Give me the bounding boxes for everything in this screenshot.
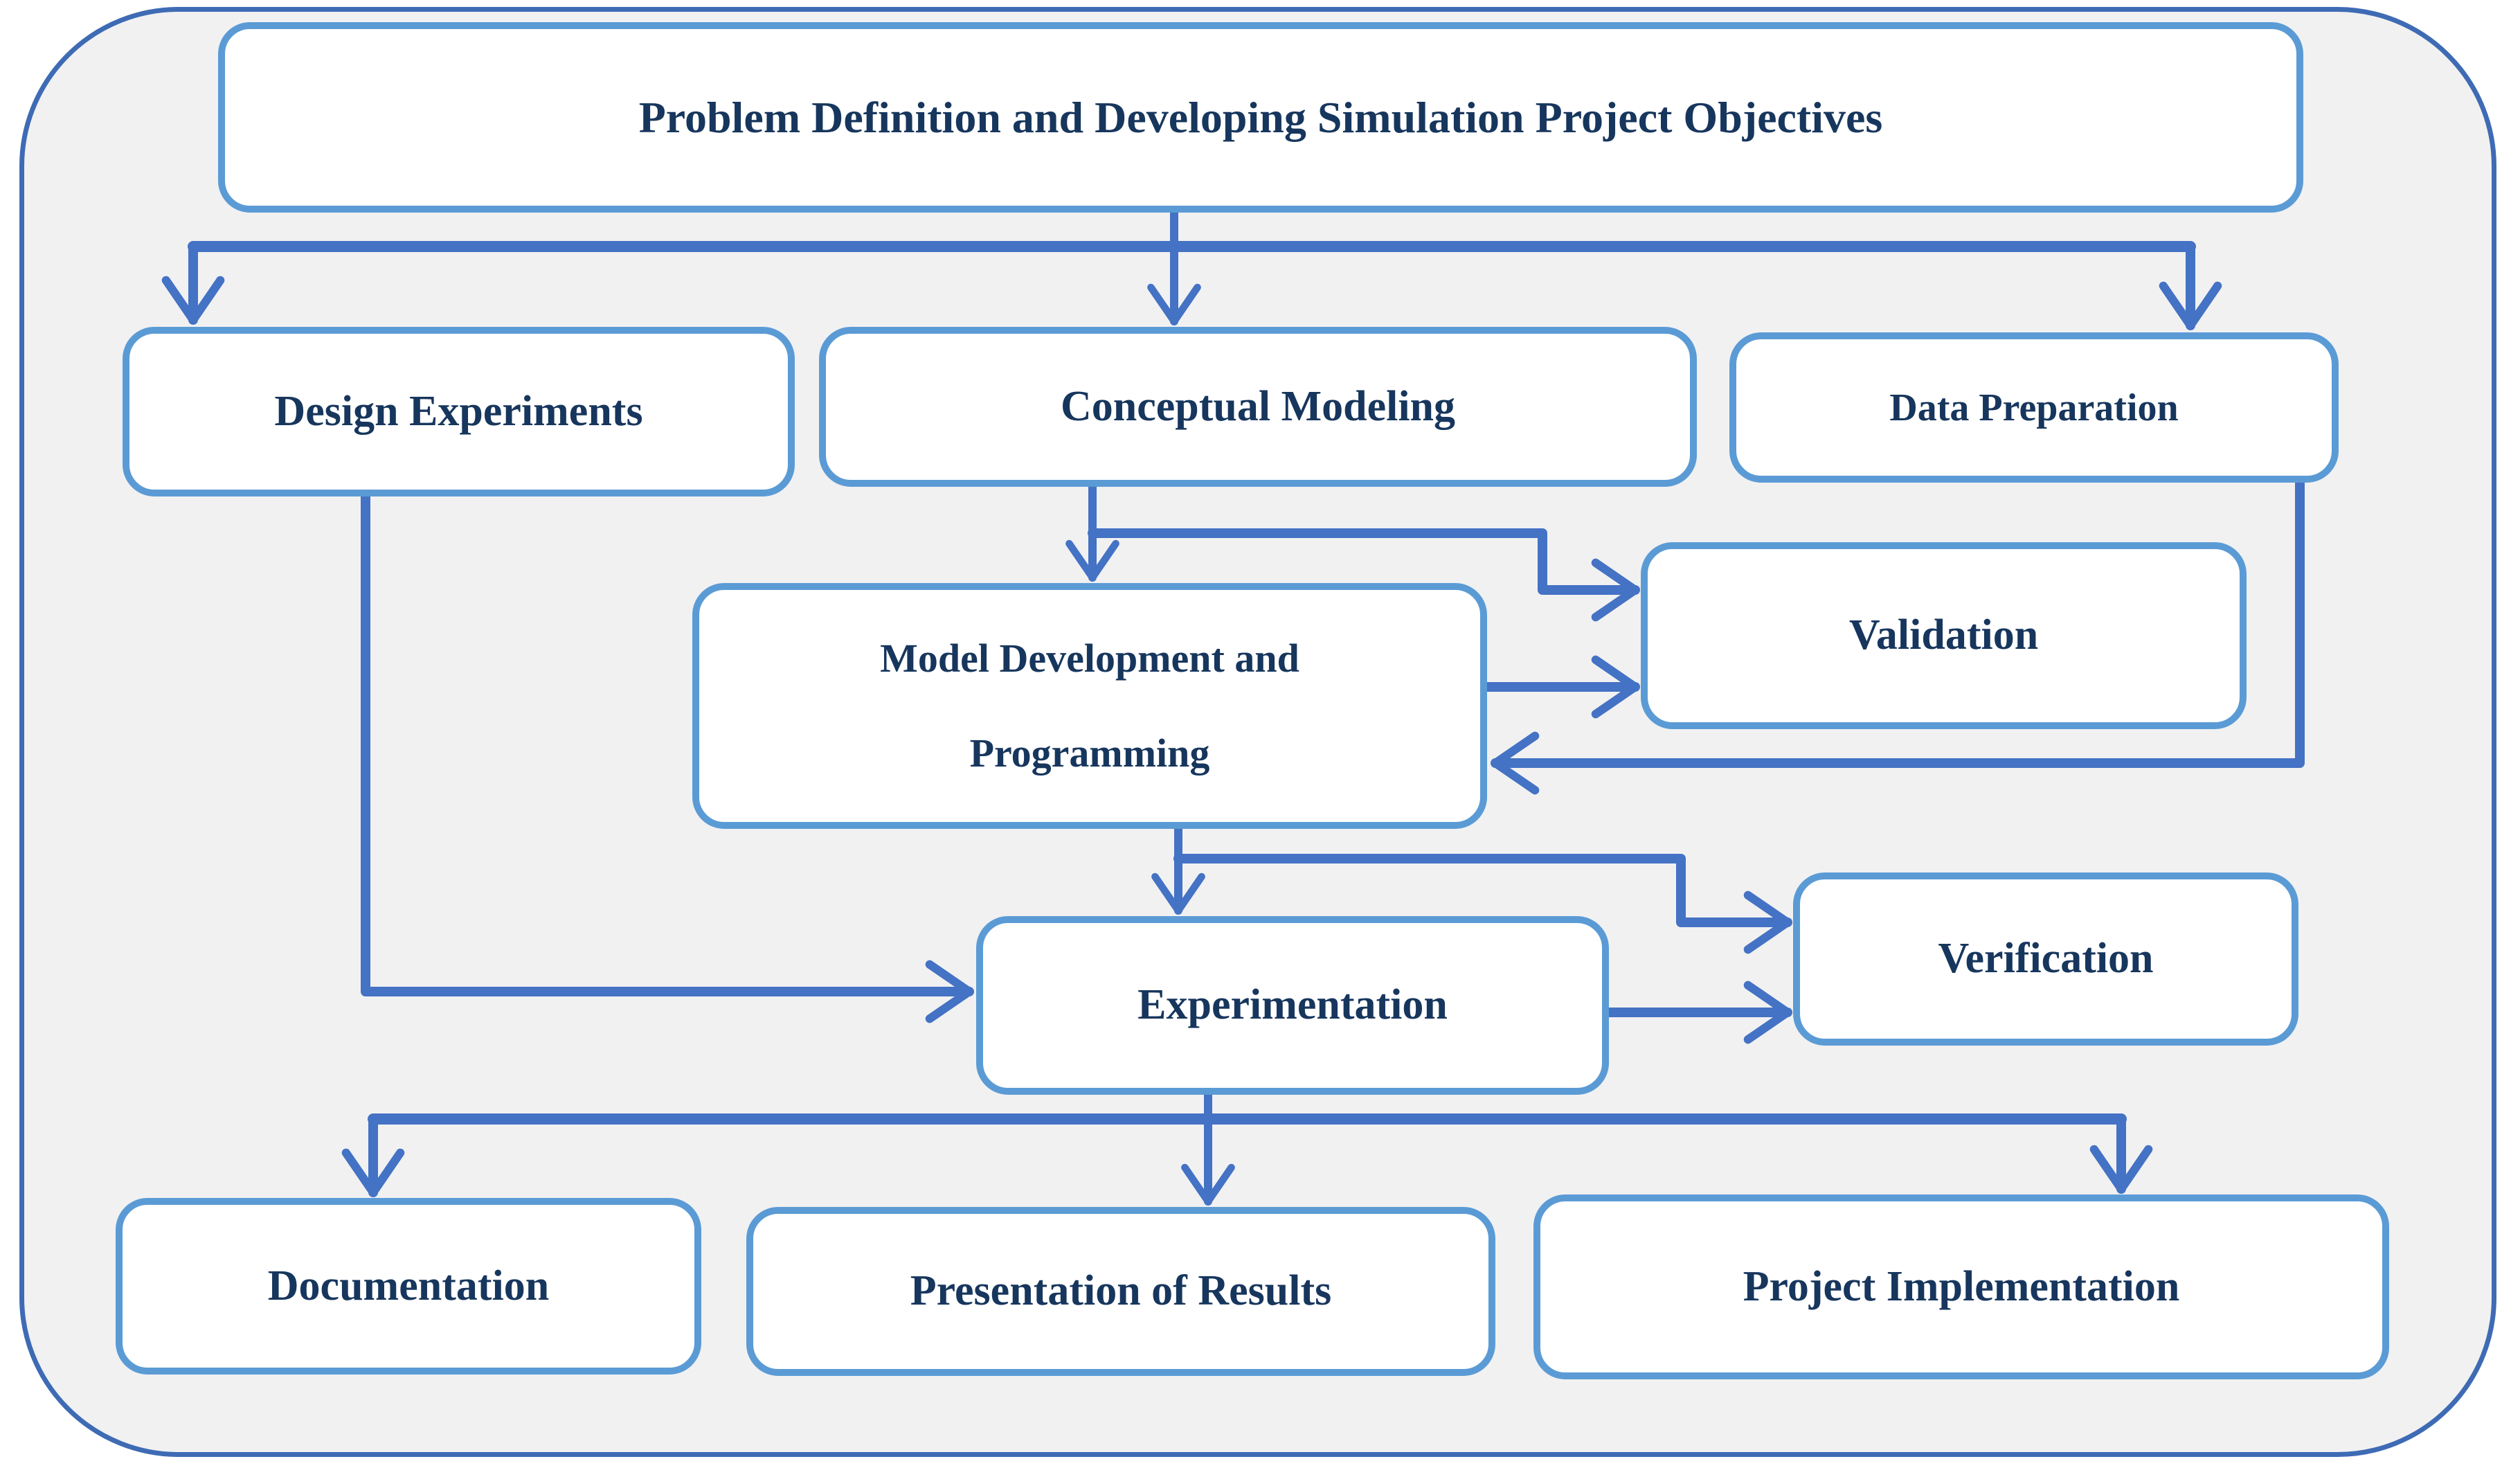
node-documentation: Documentation xyxy=(116,1198,701,1375)
node-design-experiments: Design Experiments xyxy=(123,327,795,496)
node-presentation-of-results: Presentation of Results xyxy=(746,1207,1495,1376)
node-problem-definition: Problem Definition and Developing Simula… xyxy=(218,22,2303,213)
node-conceptual-modeling: Conceptual Modeling xyxy=(819,327,1697,487)
connector-conceptual-to-validation xyxy=(1088,528,1640,622)
connector-modeldev-to-verification xyxy=(1173,854,1792,954)
node-model-development: Model Development and Programming xyxy=(692,583,1487,829)
node-data-preparation: Data Preparation xyxy=(1729,332,2339,483)
node-project-implementation: Project Implementation xyxy=(1533,1194,2389,1379)
node-validation: Validation xyxy=(1641,542,2247,729)
connector-dataprep-to-modeldev xyxy=(1491,478,2305,795)
node-experimentation: Experimentation xyxy=(976,916,1609,1095)
node-verification: Verification xyxy=(1793,872,2298,1046)
connector-design-to-experimentation xyxy=(361,492,974,1023)
